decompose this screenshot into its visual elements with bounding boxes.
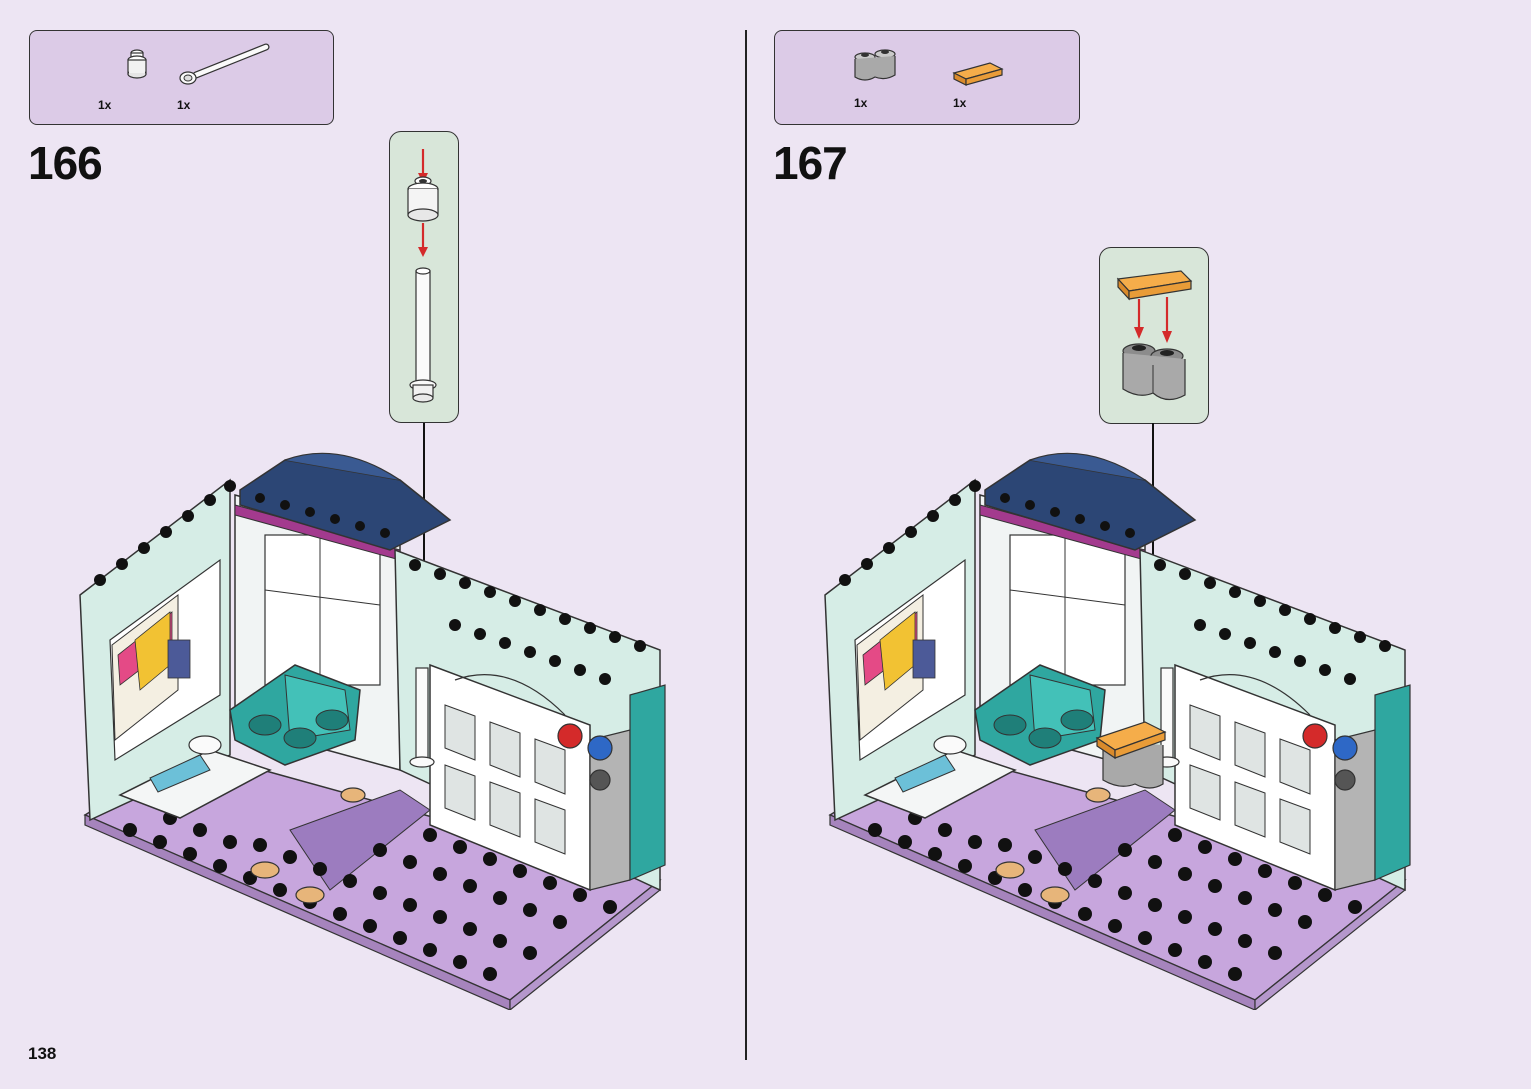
qty-label: 1x [953, 96, 967, 110]
double-round-brick-icon [854, 49, 896, 81]
bar-icon [179, 43, 270, 85]
step-number-166: 166 [28, 137, 103, 189]
page-number: 138 [28, 1044, 57, 1063]
qty-label: 1x [854, 96, 868, 110]
assembly-arrows-icon [407, 149, 439, 403]
qty-label: 1x [98, 98, 112, 112]
parts-box-step-166: 1x 1x [29, 30, 334, 125]
assembly-arrows-icon [1116, 270, 1193, 401]
parts-box-step-167: 1x 1x [774, 30, 1080, 125]
callout-step-167 [1099, 247, 1209, 424]
tile-icon [952, 62, 1004, 86]
page-divider [745, 30, 747, 1060]
model-step-167 [824, 452, 1411, 1010]
callout-step-166 [389, 131, 459, 423]
model-step-166 [79, 452, 666, 1010]
round-brick-icon [127, 49, 147, 79]
step-number-167: 167 [773, 137, 848, 189]
qty-label: 1x [177, 98, 191, 112]
